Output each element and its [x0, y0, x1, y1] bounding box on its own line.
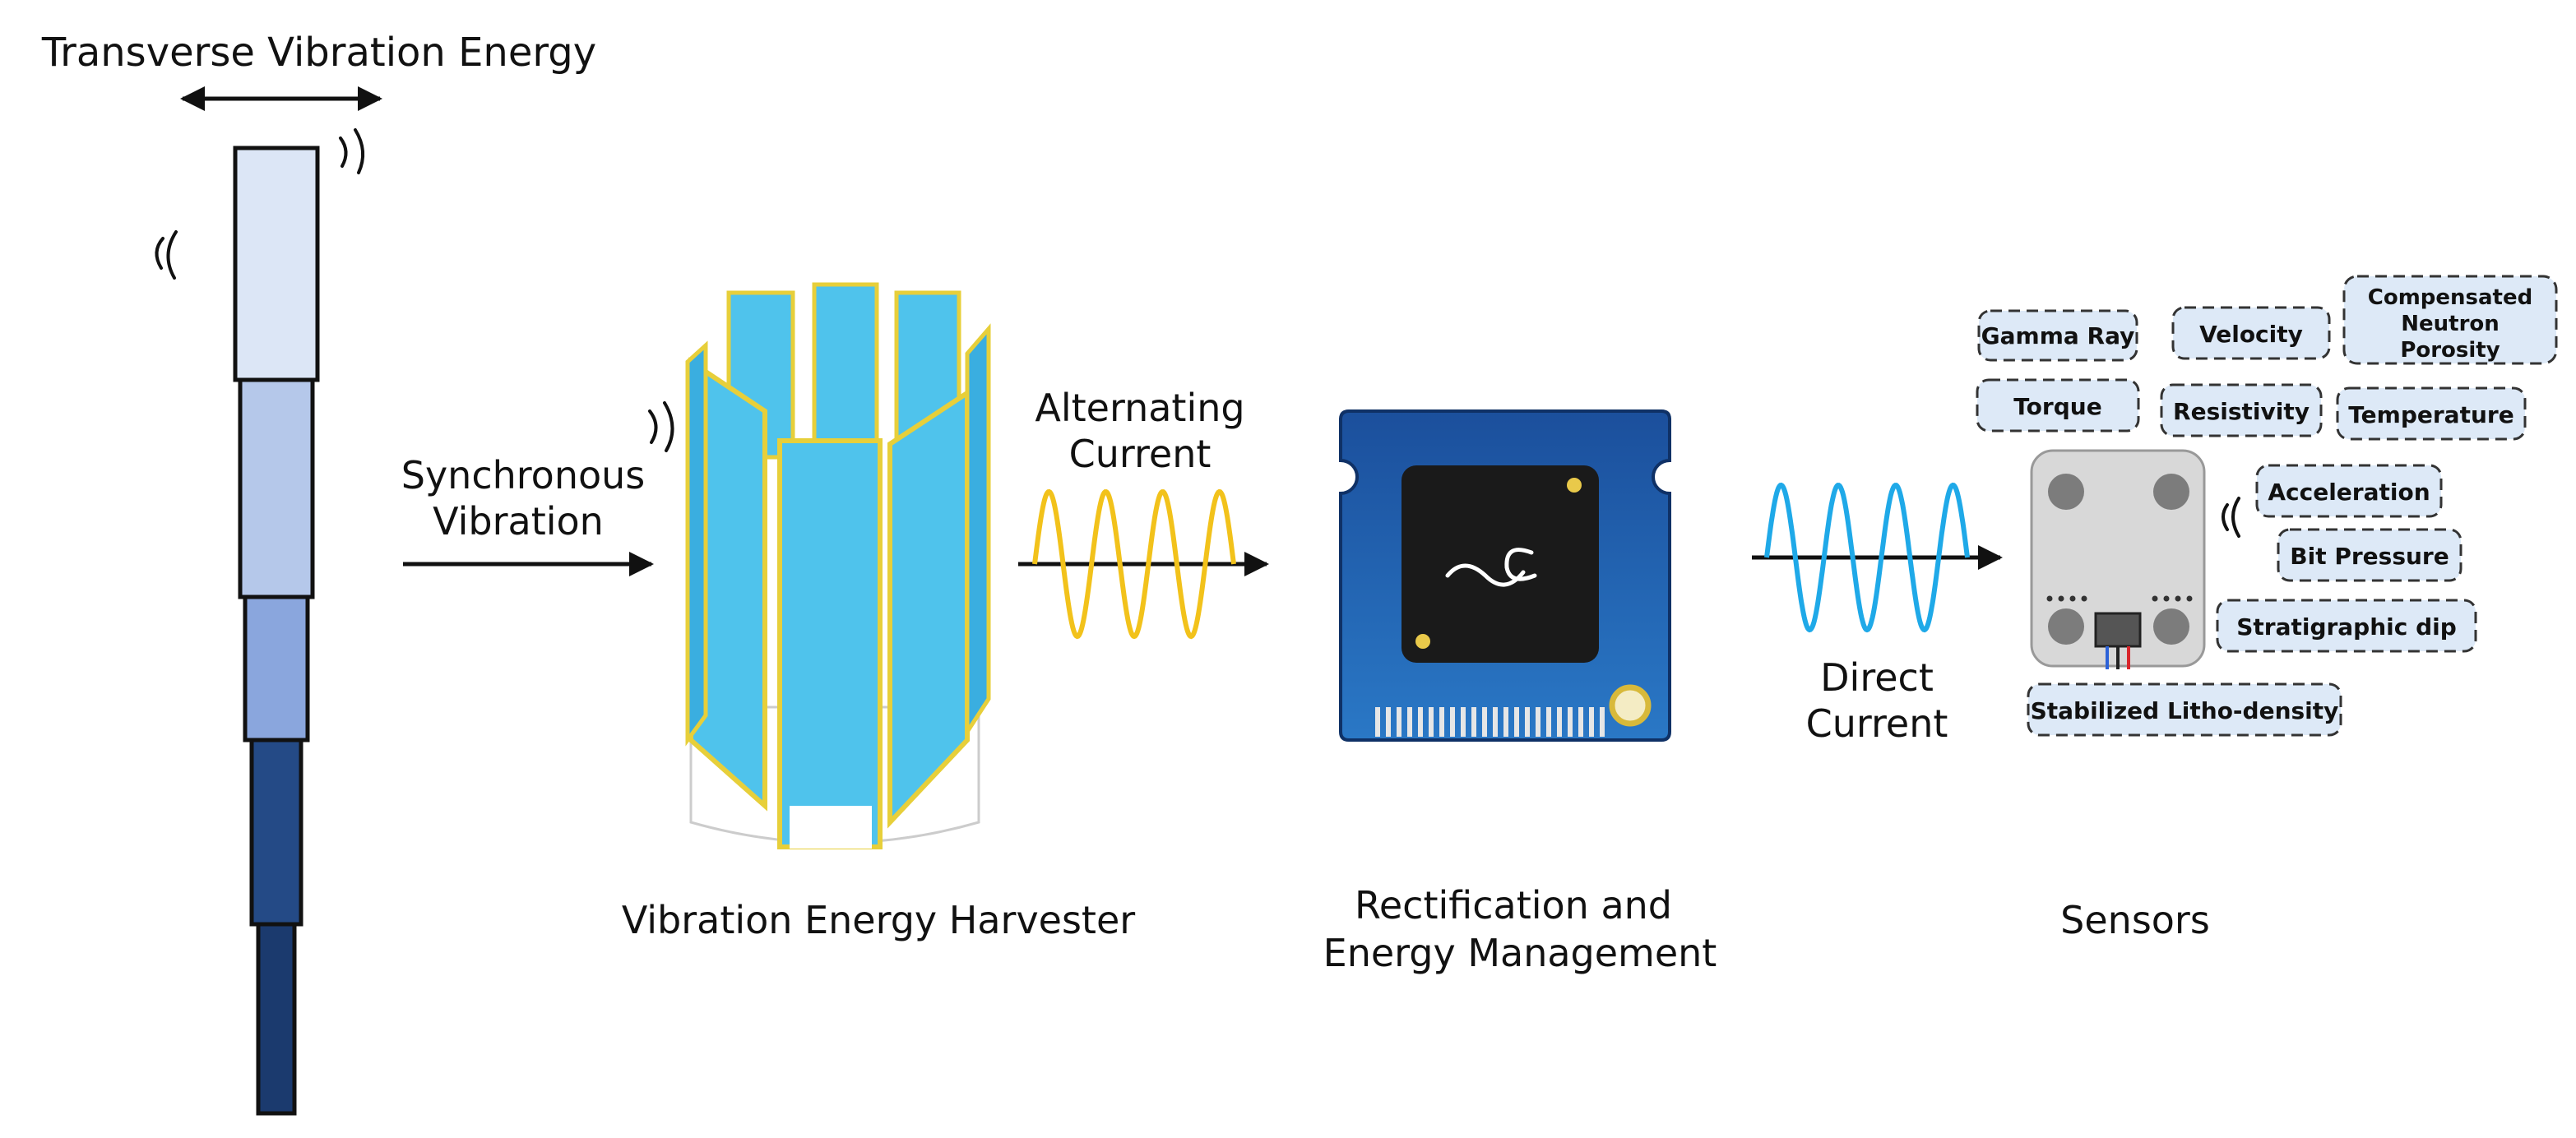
harvester-label: Vibration Energy Harvester: [622, 898, 1135, 942]
sensor-connector: [2094, 612, 2142, 648]
sensor-tag-label: Bit Pressure: [2290, 543, 2449, 570]
pcb-pin: [1514, 707, 1519, 737]
alternating-current-label: Alternating: [1035, 386, 1244, 430]
vibration-energy-harvester: [648, 282, 991, 849]
pcb-pin: [1375, 707, 1380, 737]
pcb-pin: [1600, 707, 1605, 737]
sensor-tag-acceleration: Acceleration: [2255, 464, 2443, 518]
pcb-pin: [1546, 707, 1551, 737]
sensor-tag-label: Compensated: [2368, 285, 2532, 310]
pcb-edge-connector: [1375, 707, 1605, 737]
sensor-screw: [2153, 608, 2189, 645]
pcb-pin: [1439, 707, 1444, 737]
processor-chip: [1402, 465, 1599, 663]
sensor-pin-dots: [2046, 595, 2193, 602]
sensor-screw: [2048, 608, 2084, 645]
sensor-tag-label: Temperature: [2348, 401, 2513, 428]
sensor-screw: [2048, 474, 2084, 510]
pcb-pin: [1589, 707, 1594, 737]
sensors-label: Sensors: [2060, 898, 2210, 942]
pcb-pin: [1461, 707, 1466, 737]
sensor-tag-label: Gamma Ray: [1981, 322, 2135, 349]
pcb-pin: [1471, 707, 1476, 737]
pcb-pin: [1525, 707, 1530, 737]
piezo-panel: [777, 438, 883, 849]
pcb-pin: [1429, 707, 1434, 737]
sensor-module: [2030, 449, 2240, 669]
drill-string: Transverse Vibration Energy: [41, 30, 596, 1116]
vibration-waves-icon: [155, 230, 178, 280]
sensor-tag-label: Resistivity: [2173, 398, 2310, 425]
synchronous-vibration-label: Synchronous: [401, 453, 645, 497]
transverse-vibration-label: Transverse Vibration Energy: [41, 30, 596, 76]
drill-segment-5: [256, 922, 297, 1116]
sensor-tag-bit-pressure: Bit Pressure: [2277, 528, 2462, 582]
ac-sine-wave: [1032, 488, 1236, 640]
sensor-tag-gamma-ray: Gamma Ray: [1977, 309, 2138, 362]
piezo-panel: [965, 323, 991, 739]
pcb-pin: [1450, 707, 1455, 737]
rectifier-chip-board: [1339, 409, 1671, 742]
pcb-pin: [1386, 707, 1391, 737]
pcb-pin: [1536, 707, 1541, 737]
drill-segment-4: [249, 738, 303, 927]
signal-waves-icon: [2222, 497, 2240, 538]
sensor-tag-label: Stabilized Litho-density: [2031, 697, 2339, 724]
piezo-panel: [685, 340, 708, 747]
pcb-pin: [1418, 707, 1423, 737]
chip-pin-dot: [1567, 478, 1582, 493]
sensor-tag-label: Stratigraphic dip: [2236, 613, 2457, 641]
mounting-hole: [1609, 684, 1652, 727]
pcb-pin: [1407, 707, 1412, 737]
chip-pin-dot: [1415, 634, 1430, 649]
chip-logo-icon: [1445, 548, 1537, 587]
sensor-tag-velocity: Velocity: [2171, 306, 2331, 360]
direct-current-label: Direct: [1820, 655, 1934, 700]
pcb-pin: [1578, 707, 1583, 737]
sensor-tag-temperature: Temperature: [2336, 386, 2527, 441]
sensor-tag-label: Neutron: [2401, 312, 2500, 336]
direct-current-label: Current: [1806, 701, 1948, 746]
vibration-waves-icon: [648, 401, 674, 452]
synchronous-vibration-label: Vibration: [433, 499, 604, 544]
sensor-tag-torque: Torque: [1976, 378, 2140, 433]
drill-segment-2: [238, 377, 315, 599]
pcb-pin: [1503, 707, 1508, 737]
sensor-tag-stratigraphic-dip: Stratigraphic dip: [2216, 599, 2477, 653]
sensor-tag-label: Velocity: [2199, 321, 2303, 348]
piezo-panel: [812, 282, 879, 451]
sensor-tag-resistivity: Resistivity: [2160, 383, 2323, 437]
sensor-tag-label: Torque: [2013, 393, 2101, 420]
drill-segment-1: [233, 146, 320, 382]
sensor-screw: [2153, 474, 2189, 510]
pcb-pin: [1482, 707, 1487, 737]
sensor-tag-label: Acceleration: [2268, 479, 2430, 506]
pcb-pin: [1568, 707, 1573, 737]
piezo-panel: [887, 388, 970, 829]
sensor-tag-neutron-porosity: Compensated Neutron Porosity: [2342, 275, 2558, 365]
pcb-pin: [1397, 707, 1402, 737]
rectification-label: Energy Management: [1323, 931, 1717, 975]
sensor-tag-label: Porosity: [2400, 338, 2500, 363]
vibration-waves-icon: [339, 128, 365, 174]
dc-sine-wave: [1764, 482, 1970, 633]
alternating-current-label: Current: [1069, 432, 1212, 476]
drill-segment-3: [243, 594, 310, 742]
pcb-pin: [1557, 707, 1562, 737]
harvester-lower-band: [790, 806, 872, 849]
sensor-tag-litho-density: Stabilized Litho-density: [2027, 682, 2342, 737]
rectification-label: Rectification and: [1355, 883, 1672, 928]
pcb-pin: [1493, 707, 1498, 737]
